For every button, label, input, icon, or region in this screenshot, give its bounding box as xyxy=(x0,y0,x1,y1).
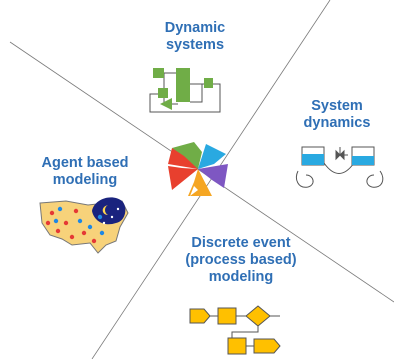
anylogic-pinwheel-logo-icon xyxy=(168,142,228,196)
divider-line-b xyxy=(91,0,331,359)
agent-based-modeling-label: Agent based modeling xyxy=(41,155,129,188)
discrete-event-modeling-label: Discrete event (process based) modeling xyxy=(185,235,297,285)
usa-map-agents-icon xyxy=(39,197,129,254)
process-flowchart-icon xyxy=(189,305,281,355)
stock-and-flow-icon xyxy=(295,146,384,188)
system-dynamics-label: System dynamics xyxy=(303,98,371,131)
block-diagram-icon xyxy=(149,68,221,113)
dynamic-systems-label: Dynamic systems xyxy=(164,20,226,53)
